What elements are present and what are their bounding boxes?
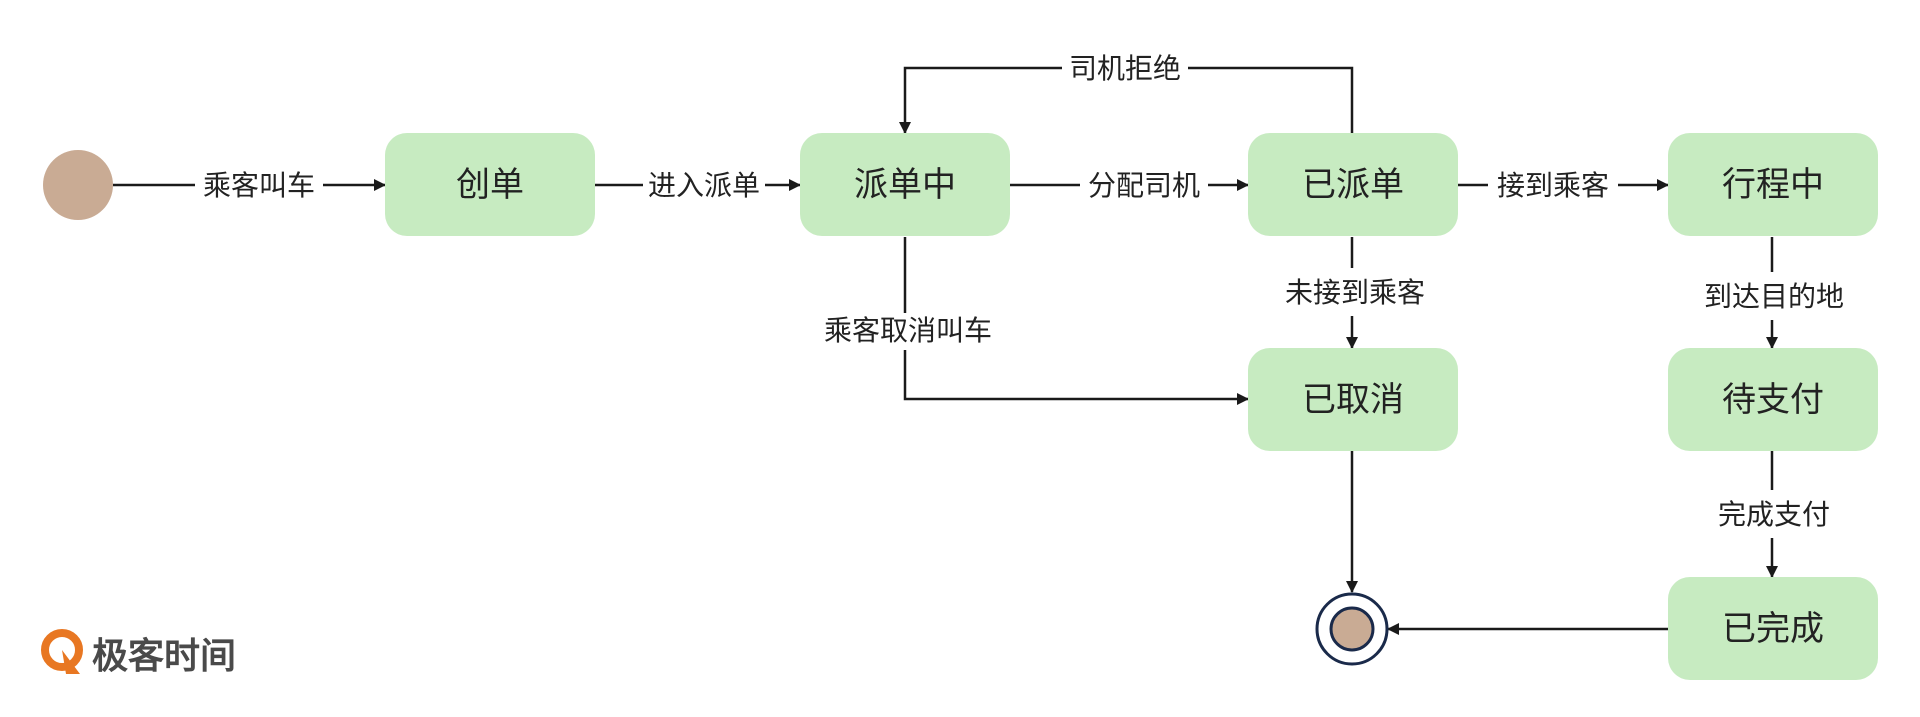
state-in-trip-label: 行程中 <box>1722 165 1824 205</box>
state-create: 创单 <box>385 133 595 236</box>
label-passenger-cancel: 乘客取消叫车 <box>824 314 992 347</box>
state-dispatched: 已派单 <box>1248 133 1458 236</box>
label-driver-reject: 司机拒绝 <box>1069 52 1181 85</box>
edge-driver-reject <box>905 66 1354 133</box>
state-dispatching-label: 派单中 <box>854 165 956 205</box>
initial-state <box>43 150 113 220</box>
state-cancelled: 已取消 <box>1248 348 1458 451</box>
state-cancelled-label: 已取消 <box>1302 380 1404 420</box>
state-dispatched-label: 已派单 <box>1302 165 1404 205</box>
state-in-trip: 行程中 <box>1668 133 1878 236</box>
state-create-label: 创单 <box>456 165 524 205</box>
label-enter-dispatch: 进入派单 <box>648 169 760 202</box>
geektime-logo: 极客时间 <box>41 629 236 677</box>
state-completed-label: 已完成 <box>1722 609 1824 649</box>
state-dispatching: 派单中 <box>800 133 1010 236</box>
final-state <box>1315 592 1389 666</box>
label-assign-driver: 分配司机 <box>1088 169 1200 202</box>
label-pickup-passenger: 接到乘客 <box>1497 169 1609 202</box>
logo-text: 极客时间 <box>92 636 236 677</box>
state-pending-payment: 待支付 <box>1668 348 1878 451</box>
edge-passenger-cancel <box>903 237 1248 399</box>
label-missed-passenger: 未接到乘客 <box>1285 276 1425 309</box>
state-pending-payment-label: 待支付 <box>1722 380 1824 420</box>
label-complete-payment: 完成支付 <box>1718 498 1830 531</box>
geektime-logo-icon <box>41 629 83 674</box>
state-completed: 已完成 <box>1668 577 1878 680</box>
label-arrive-destination: 到达目的地 <box>1704 280 1844 313</box>
label-passenger-call: 乘客叫车 <box>203 169 315 202</box>
